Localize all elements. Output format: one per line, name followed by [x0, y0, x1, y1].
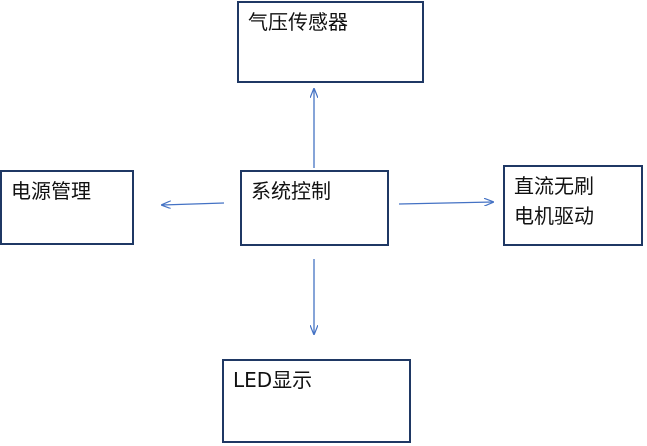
pressure-sensor-label: 气压传感器 — [248, 10, 348, 34]
arrow-to-power-management — [162, 203, 225, 205]
power-management-block: 电源管理 — [0, 170, 134, 245]
system-control-block: 系统控制 — [240, 170, 389, 246]
arrow-to-bldc-driver — [398, 202, 493, 204]
led-display-label: LED显示 — [233, 368, 313, 392]
system-control-label: 系统控制 — [251, 179, 331, 203]
bldc-motor-driver-block: 直流无刷 电机驱动 — [503, 165, 643, 246]
led-display-block: LED显示 — [222, 359, 411, 443]
power-management-label: 电源管理 — [11, 179, 91, 203]
bldc-motor-driver-label: 直流无刷 电机驱动 — [514, 174, 594, 228]
pressure-sensor-block: 气压传感器 — [237, 1, 424, 83]
